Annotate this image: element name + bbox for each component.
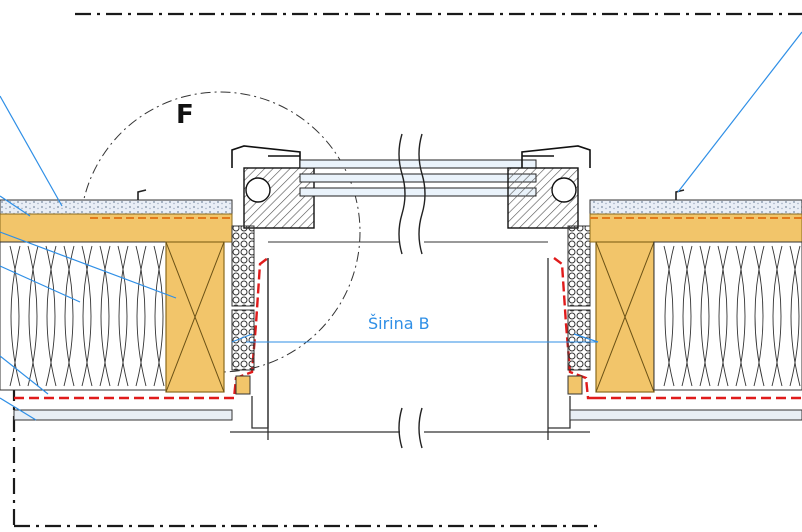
leader-6 xyxy=(0,397,37,421)
right-frame-coil-insulation xyxy=(567,225,591,307)
leader-2 xyxy=(0,195,31,217)
left-ceiling-board xyxy=(13,409,233,421)
glass-pane-bottom xyxy=(299,187,537,197)
break-line-upper-right xyxy=(418,133,426,255)
leader-4 xyxy=(0,265,81,303)
leader-5 xyxy=(0,355,49,395)
right-ceiling-board xyxy=(569,409,802,421)
left-fastener xyxy=(137,189,147,200)
break-line-upper-left xyxy=(398,133,406,255)
right-roof-decking xyxy=(589,199,802,215)
left-small-block xyxy=(235,375,251,395)
left-roof-decking xyxy=(0,199,233,215)
right-fastener xyxy=(675,189,685,200)
right-roof-buildup xyxy=(569,189,802,421)
right-coil-lower xyxy=(567,309,591,371)
leader-9 xyxy=(573,333,599,343)
right-small-block xyxy=(567,375,583,395)
right-lining xyxy=(548,396,571,429)
right-red-upstand xyxy=(553,257,596,400)
right-beam-cross xyxy=(595,241,655,393)
detail-marker-label: F xyxy=(176,100,194,130)
leader-1 xyxy=(0,95,63,207)
glass-pane-top xyxy=(299,159,537,169)
annotation-leaders xyxy=(0,31,802,421)
right-insulation xyxy=(653,241,802,391)
right-frame-round-seal xyxy=(551,177,577,203)
right-insulation-pattern xyxy=(663,245,801,387)
left-beam-cross xyxy=(165,241,225,393)
left-insulation-pattern xyxy=(9,245,165,387)
right-window-frame xyxy=(507,145,596,429)
detail-circle-f xyxy=(79,91,361,373)
glass-pane-middle xyxy=(299,173,537,183)
break-line-lower-right xyxy=(418,407,423,449)
left-frame-round-seal xyxy=(245,177,271,203)
leader-8 xyxy=(231,333,253,343)
right-timber-board xyxy=(589,213,802,243)
left-roof-buildup xyxy=(0,189,233,421)
leader-3 xyxy=(0,231,177,299)
left-frame-coil-insulation xyxy=(231,225,255,307)
break-line-lower-left xyxy=(398,407,403,449)
left-coil-lower xyxy=(231,309,255,371)
width-dimension-label: Širina B xyxy=(368,314,430,333)
right-frame-profile xyxy=(521,145,591,168)
left-red-upstand xyxy=(224,257,269,400)
leader-7 xyxy=(677,31,802,193)
left-frame-profile xyxy=(231,145,301,168)
